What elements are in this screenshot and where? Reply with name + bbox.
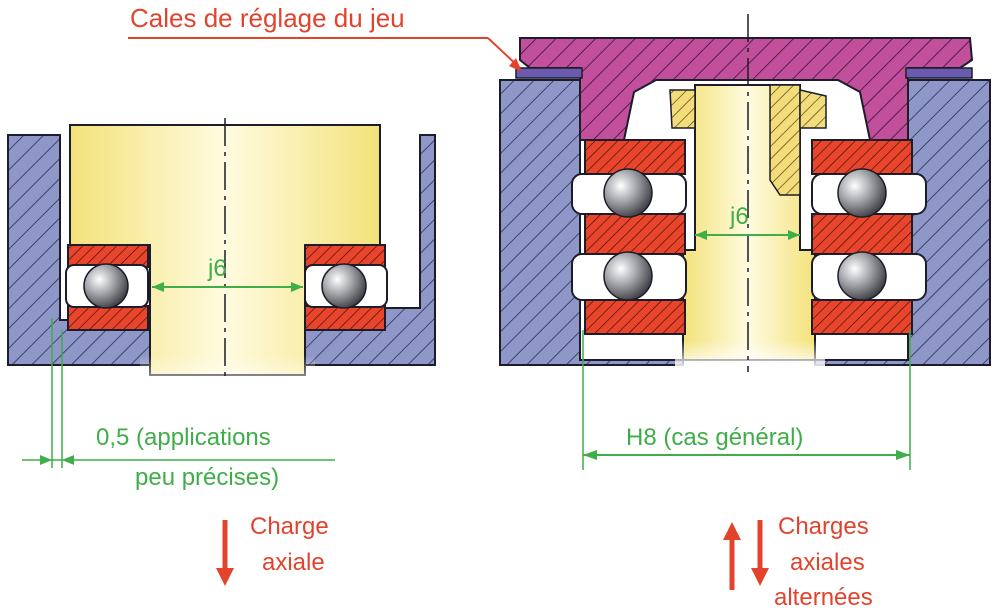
clearance-label-line2: peu précises) <box>135 464 279 491</box>
right-assembly <box>499 14 991 470</box>
right-ring-right-bottom <box>811 299 913 335</box>
axial-load-arrow-left <box>216 520 234 586</box>
load-right-line1: Charges <box>778 513 869 540</box>
shims-label: Cales de réglage du jeu <box>130 3 405 33</box>
right-ring-left-top <box>584 139 686 175</box>
shims-leader-arrowhead <box>509 58 522 72</box>
left-bearing-ring-bottom-b <box>304 305 386 331</box>
load-right-line3: alternées <box>774 584 873 611</box>
right-ball-right-top <box>837 168 887 218</box>
right-fit-label: j6 <box>729 203 749 230</box>
right-ball-left-top <box>603 168 653 218</box>
right-ball-right-bottom <box>837 251 887 301</box>
housing-fit-label: H8 (cas général) <box>626 424 803 451</box>
left-shaft-fade <box>140 355 315 400</box>
left-ball-a <box>83 263 129 309</box>
left-bearing-ring-bottom-a <box>67 305 149 331</box>
load-left-line2: axiale <box>262 549 325 576</box>
right-shim-right <box>905 67 973 79</box>
right-ring-left-bottom <box>584 299 686 335</box>
right-ball-left-bottom <box>603 251 653 301</box>
right-locknut <box>669 89 696 129</box>
load-right-line2: axiales <box>790 549 865 576</box>
clearance-label-line1: 0,5 (applications <box>96 424 271 451</box>
right-shaft-fade <box>675 340 825 370</box>
right-shim-left <box>515 67 583 79</box>
right-lockwasher <box>769 84 801 196</box>
right-ring-right-mid <box>811 213 913 255</box>
left-assembly <box>7 118 436 468</box>
alternating-load-arrows <box>723 520 769 590</box>
load-left-line1: Charge <box>250 513 329 540</box>
right-ring-left-mid <box>584 213 686 255</box>
left-fit-label: j6 <box>207 255 227 282</box>
left-ball-b <box>321 263 367 309</box>
